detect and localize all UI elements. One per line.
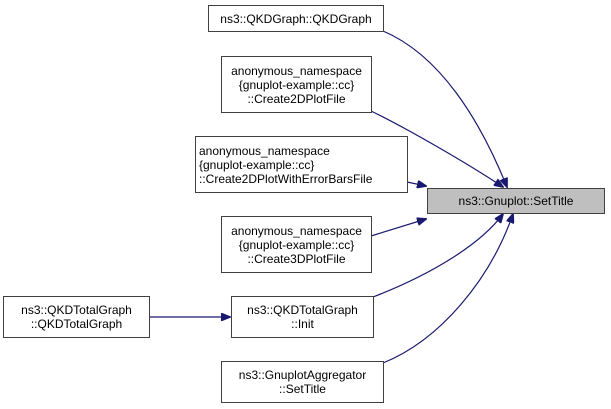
node-gnuplotaggregator-settitle[interactable]: ns3::GnuplotAggregator ::SetTitle — [221, 361, 384, 403]
node-label: ns3::QKDGraph::QKDGraph — [220, 11, 372, 26]
node-label: ns3::GnuplotAggregator — [238, 368, 367, 382]
node-qkdtotalgraph-init[interactable]: ns3::QKDTotalGraph ::Init — [231, 296, 374, 338]
node-label: ::QKDTotalGraph — [30, 317, 123, 331]
node-label: {gnuplot-example::cc} — [238, 237, 355, 252]
edge-create2d-to-settitle — [370, 110, 503, 187]
node-label: ::Create3DPlotFile — [247, 251, 346, 266]
node-create2dplotwitherrorbarsfile[interactable]: anonymous_namespace {gnuplot-example::cc… — [195, 136, 408, 193]
node-label: ::Init — [291, 317, 314, 331]
node-label: ns3::Gnuplot::SetTitle — [458, 194, 574, 208]
edge-create3d-to-settitle — [370, 219, 426, 237]
node-label: anonymous_namespace — [231, 63, 362, 78]
edge-aggsettitle-to-settitle — [382, 214, 513, 364]
node-label: anonymous_namespace — [231, 223, 362, 238]
node-create2dplotfile[interactable]: anonymous_namespace {gnuplot-example::cc… — [221, 56, 372, 113]
edge-qkdinit-to-settitle — [372, 214, 503, 298]
node-label: ns3::QKDTotalGraph — [21, 303, 132, 317]
node-label: ns3::QKDTotalGraph — [247, 303, 358, 317]
node-label: ::SetTitle — [279, 382, 326, 396]
edge-qkdgraph-to-settitle — [382, 30, 507, 187]
node-label: ::Create2DPlotWithErrorBarsFile — [199, 171, 373, 186]
node-create3dplotfile[interactable]: anonymous_namespace {gnuplot-example::cc… — [221, 216, 372, 273]
node-qkdgraph[interactable]: ns3::QKDGraph::QKDGraph — [208, 5, 384, 32]
node-label: {gnuplot-example::cc} — [199, 157, 315, 172]
node-qkdtotalgraph-ctor[interactable]: ns3::QKDTotalGraph ::QKDTotalGraph — [3, 296, 150, 338]
node-label: ::Create2DPlotFile — [247, 91, 346, 106]
node-gnuplot-settitle: ns3::Gnuplot::SetTitle — [427, 188, 605, 214]
node-label: anonymous_namespace — [199, 143, 330, 158]
node-label: {gnuplot-example::cc} — [238, 77, 355, 92]
edge-create2derr-to-settitle — [406, 182, 426, 186]
